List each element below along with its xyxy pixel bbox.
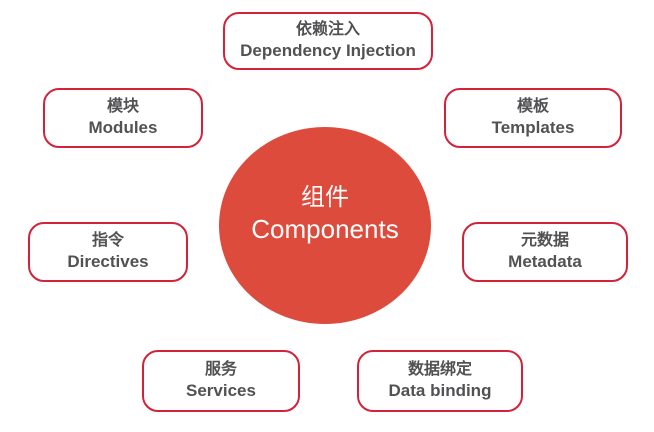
node-modules-label-zh: 模块 [106,98,139,116]
center-node-label-zh: 组件 [301,184,349,211]
node-services-label-zh: 服务 [204,361,237,379]
node-services-label-en: Services [186,381,256,401]
node-metadata-label-en: Metadata [508,252,582,272]
node-metadata-label-zh: 元数据 [520,232,569,250]
node-directives: 指令 Directives [28,222,188,282]
node-templates: 模板 Templates [444,88,622,148]
node-dependency-injection-label-zh: 依赖注入 [295,21,360,39]
node-templates-label-zh: 模板 [516,98,549,116]
node-data-binding-label-zh: 数据绑定 [407,361,472,379]
node-dependency-injection-label-en: Dependency Injection [240,41,416,61]
node-services: 服务 Services [142,350,300,412]
node-data-binding-label-en: Data binding [388,381,492,401]
node-directives-label-en: Directives [67,252,149,272]
node-dependency-injection: 依赖注入 Dependency Injection [223,12,433,70]
center-node-label-en: Components [251,214,399,245]
node-modules: 模块 Modules [43,88,203,148]
node-directives-label-zh: 指令 [91,232,124,250]
node-data-binding: 数据绑定 Data binding [357,350,523,412]
node-modules-label-en: Modules [88,118,158,138]
node-templates-label-en: Templates [491,118,575,138]
center-node-components: 组件 Components [219,127,431,324]
node-metadata: 元数据 Metadata [462,222,628,282]
